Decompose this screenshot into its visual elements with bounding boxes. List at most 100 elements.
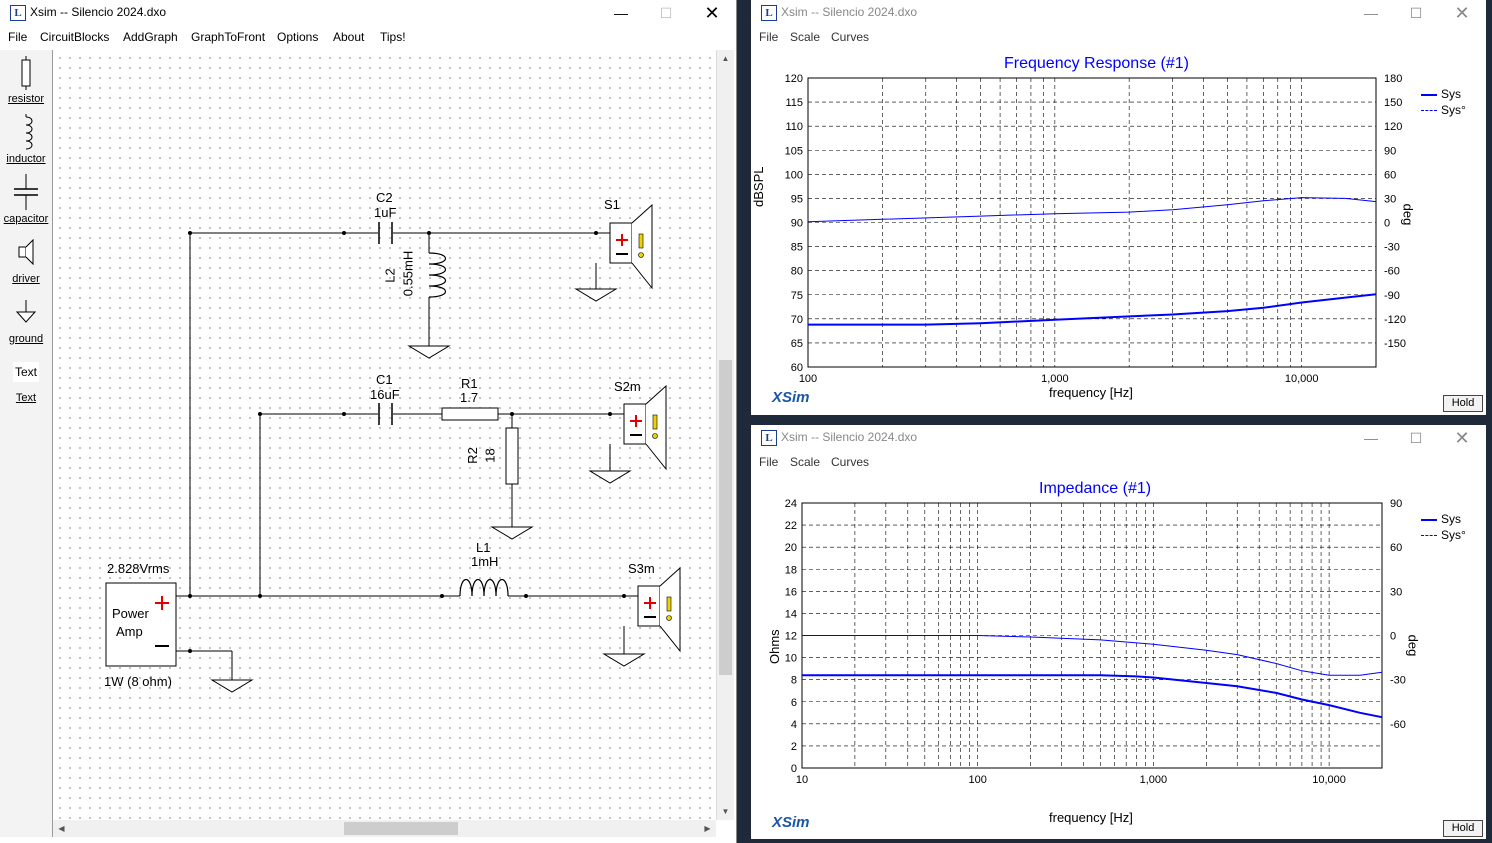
imp-series-sys-line	[802, 674, 1383, 719]
title-bar[interactable]: L Xsim -- Silencio 2024.dxo — ☐ ✕	[0, 0, 736, 25]
imp-close-button[interactable]: ✕	[1454, 428, 1470, 448]
scroll-right-icon[interactable]: ▶	[704, 824, 711, 833]
maximize-button[interactable]: ☐	[659, 5, 673, 21]
schematic-wiring	[105, 203, 681, 693]
freq-x-tick-label: 1,000	[1041, 373, 1069, 385]
imp-y-tick-label: 10	[785, 653, 797, 665]
scroll-up-icon[interactable]: ▲	[721, 54, 730, 63]
freq-hold-button[interactable]: Hold	[1443, 395, 1483, 412]
scroll-left-icon[interactable]: ◀	[58, 824, 65, 833]
imp-x-tick-label: 10	[796, 774, 808, 786]
tool-capacitor[interactable]: capacitor	[0, 174, 52, 225]
freq-y-tick-label: 70	[791, 314, 803, 326]
text-tool-preview: Text	[13, 362, 39, 382]
freq-y-tick-label: 115	[785, 97, 803, 109]
label-r1-value: 1.7	[460, 390, 479, 405]
imp-ylabel: Ohms	[767, 629, 782, 664]
ground-icon	[15, 300, 37, 323]
freq-y-tick-label: 120	[785, 73, 803, 85]
imp-x-tick-label: 10,000	[1312, 774, 1346, 786]
freq-close-button[interactable]: ✕	[1454, 3, 1470, 23]
menu-circuitblocks[interactable]: CircuitBlocks	[40, 30, 110, 44]
tool-text[interactable]: Text Text	[0, 362, 52, 404]
tool-driver-label: driver	[12, 273, 40, 285]
imp-legend-sys-label: Sys	[1441, 512, 1462, 526]
vertical-scrollbar[interactable]: ▲ ▼	[716, 50, 734, 820]
imp-y-tick-label: 16	[785, 586, 797, 598]
imp-y-tick-label: 8	[791, 675, 797, 687]
menu-tips[interactable]: Tips!	[380, 30, 406, 44]
imp-menu-scale[interactable]: Scale	[790, 455, 821, 469]
label-s3m: S3m	[628, 561, 655, 576]
tool-inductor-label: inductor	[6, 153, 46, 165]
freq-menu-bar: File Scale Curves	[751, 25, 1486, 47]
imp-y2-tick-label: -30	[1390, 675, 1406, 687]
freq-y-tick-label: 75	[791, 290, 803, 302]
ground-s1	[574, 288, 618, 302]
vertical-scroll-thumb[interactable]	[719, 360, 732, 675]
freq-y-tick-label: 85	[791, 242, 803, 254]
freq-title-bar[interactable]: L Xsim -- Silencio 2024.dxo — ☐ ✕	[751, 0, 1486, 25]
resistor-r2	[505, 427, 519, 485]
freq-y-tick-label: 65	[791, 338, 803, 350]
freq-menu-file[interactable]: File	[759, 30, 779, 44]
component-toolbox: resistor inductor capacitor driver groun…	[0, 50, 53, 837]
label-c1-name: C1	[376, 372, 393, 387]
label-l2-name: L2	[382, 268, 398, 283]
imp-menu-curves[interactable]: Curves	[831, 455, 870, 469]
freq-menu-curves[interactable]: Curves	[831, 30, 870, 44]
tool-inductor[interactable]: inductor	[0, 114, 52, 165]
label-l2-value: 0.55mH	[400, 250, 416, 297]
imp-y-tick-label: 18	[785, 564, 797, 576]
imp-x-tick-label: 1,000	[1140, 774, 1168, 786]
horizontal-scrollbar[interactable]: ◀ ▶	[53, 820, 716, 837]
freq-minimize-button[interactable]: —	[1364, 5, 1378, 21]
imp-y-tick-label: 2	[791, 741, 797, 753]
imp-menu-file[interactable]: File	[759, 455, 779, 469]
close-button[interactable]: ✕	[704, 3, 720, 23]
menu-file[interactable]: File	[8, 30, 28, 44]
freq-y-tick-label: 105	[785, 145, 803, 157]
freq-chart-title: Frequency Response (#1)	[1004, 55, 1189, 72]
freq-menu-scale[interactable]: Scale	[790, 30, 821, 44]
schematic-canvas[interactable]: C2 1uF L2 0.55mH C1 16uF R1 1.7 R2 18 L1…	[53, 50, 716, 820]
imp-title-bar[interactable]: L Xsim -- Silencio 2024.dxo — ☐ ✕	[751, 425, 1486, 450]
menu-addgraph[interactable]: AddGraph	[123, 30, 178, 44]
ground-s2m	[588, 470, 632, 484]
minimize-button[interactable]: —	[614, 5, 628, 21]
label-r1-name: R1	[461, 376, 478, 391]
freq-maximize-button[interactable]: ☐	[1409, 5, 1423, 21]
freq-y2-tick-label: 90	[1384, 145, 1396, 157]
freq-y2-tick-label: 30	[1384, 193, 1396, 205]
menu-about[interactable]: About	[333, 30, 365, 44]
scroll-down-icon[interactable]: ▼	[721, 807, 730, 816]
freq-legend-sys-label: Sys	[1441, 87, 1462, 101]
label-c2-name: C2	[376, 190, 393, 205]
label-c2-value: 1uF	[374, 205, 397, 220]
imp-y-tick-label: 6	[791, 697, 797, 709]
label-c1-value: 16uF	[370, 387, 400, 402]
imp-chart-title: Impedance (#1)	[1039, 480, 1152, 497]
label-s2m: S2m	[614, 379, 641, 394]
imp-y2-tick-label: 0	[1390, 631, 1396, 643]
tool-driver[interactable]: driver	[0, 236, 52, 285]
imp-y-tick-label: 4	[791, 719, 797, 731]
label-r2-name: R2	[464, 447, 480, 464]
speaker-s3m	[637, 566, 681, 653]
schematic-window: L Xsim -- Silencio 2024.dxo — ☐ ✕ File C…	[0, 0, 737, 843]
horizontal-scroll-thumb[interactable]	[344, 822, 458, 835]
imp-hold-button[interactable]: Hold	[1443, 820, 1483, 837]
freq-y-tick-label: 100	[785, 169, 803, 181]
freq-y2-tick-label: 60	[1384, 169, 1396, 181]
menu-graphtofront[interactable]: GraphToFront	[191, 30, 266, 44]
imp-maximize-button[interactable]: ☐	[1409, 430, 1423, 446]
tool-resistor[interactable]: resistor	[0, 56, 52, 105]
tool-ground[interactable]: ground	[0, 298, 52, 345]
imp-x-tick-label: 100	[969, 774, 987, 786]
capacitor-c1	[378, 403, 393, 425]
capacitor-c2	[378, 222, 393, 244]
imp-minimize-button[interactable]: —	[1364, 430, 1378, 446]
freq-legend-sysdeg: Sys°	[1421, 103, 1466, 117]
menu-options[interactable]: Options	[277, 30, 319, 44]
